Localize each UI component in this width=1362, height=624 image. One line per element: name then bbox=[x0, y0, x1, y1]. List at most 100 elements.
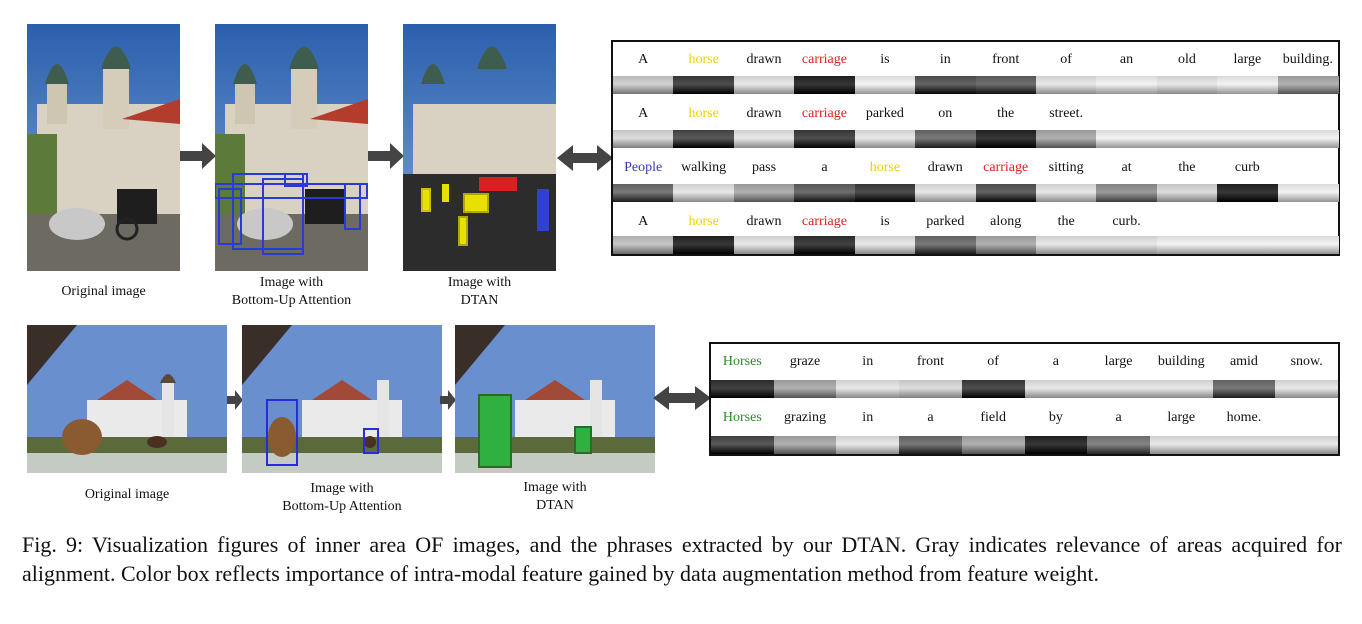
arrow-right-icon bbox=[180, 143, 216, 169]
arrow-right-icon bbox=[368, 143, 404, 169]
arrow-right-icon bbox=[227, 390, 243, 410]
relevance-cell bbox=[1035, 130, 1097, 148]
sentence-word: drawn bbox=[746, 52, 782, 67]
relevance-cell bbox=[711, 380, 774, 398]
relevance-cell bbox=[899, 380, 963, 398]
sentence-word: A bbox=[638, 106, 649, 121]
sentence-word: Horses bbox=[722, 354, 762, 369]
relevance-cell bbox=[1024, 436, 1088, 454]
relevance-cell bbox=[613, 130, 674, 148]
relevance-strip bbox=[613, 184, 1339, 202]
relevance-cell bbox=[836, 436, 900, 454]
sentence-word: building bbox=[1157, 354, 1205, 369]
relevance-cell bbox=[673, 130, 735, 148]
relevance-cell bbox=[854, 76, 916, 94]
relevance-cell bbox=[613, 76, 674, 94]
sentence-word: a bbox=[1115, 410, 1122, 425]
relevance-strip bbox=[613, 236, 1339, 254]
top-original-caption: Original image bbox=[61, 284, 146, 299]
sentence-word: curb. bbox=[1112, 214, 1141, 229]
sentence-word: parked bbox=[926, 214, 965, 229]
relevance-cell bbox=[836, 380, 900, 398]
sentence-word: A bbox=[638, 214, 649, 229]
bottom-dtan-image bbox=[455, 325, 655, 473]
relevance-cell bbox=[1096, 184, 1158, 202]
sentence-word: grazing bbox=[784, 410, 827, 425]
relevance-cell bbox=[1156, 130, 1218, 148]
sentence-word: street. bbox=[1049, 106, 1084, 121]
relevance-strip bbox=[711, 436, 1339, 454]
relevance-cell bbox=[915, 236, 977, 254]
relevance-strip bbox=[613, 130, 1339, 148]
relevance-strip bbox=[711, 380, 1339, 398]
bottom-bottom-up-image bbox=[242, 325, 442, 473]
sentence-word: large bbox=[1233, 52, 1262, 67]
relevance-cell bbox=[1275, 436, 1339, 454]
relevance-cell bbox=[1212, 380, 1276, 398]
sentence-word: carriage bbox=[801, 214, 847, 229]
sentence-word: a bbox=[927, 410, 934, 425]
relevance-cell bbox=[1035, 184, 1097, 202]
sentence-word: pass bbox=[751, 160, 777, 175]
relevance-cell bbox=[1217, 76, 1279, 94]
double-arrow-icon bbox=[653, 386, 711, 410]
bottom-original-image bbox=[27, 325, 227, 473]
relevance-cell bbox=[1277, 236, 1339, 254]
sentence-word: sitting bbox=[1048, 160, 1084, 175]
sentence-word: of bbox=[1060, 52, 1072, 67]
sentence-word: on bbox=[938, 106, 953, 121]
sentence-word: Horses bbox=[722, 410, 762, 425]
sentence-word: is bbox=[880, 214, 890, 229]
sentence-word: walking bbox=[681, 160, 727, 175]
sentence-word: front bbox=[916, 354, 945, 369]
relevance-cell bbox=[1096, 236, 1158, 254]
relevance-cell bbox=[794, 76, 856, 94]
relevance-cell bbox=[1087, 436, 1151, 454]
sentence-word: is bbox=[880, 52, 890, 67]
sentence-word: in bbox=[939, 52, 951, 67]
sentence-word: the bbox=[1057, 214, 1075, 229]
relevance-cell bbox=[854, 236, 916, 254]
sentence-word: of bbox=[987, 354, 999, 369]
sentence-word: A bbox=[638, 52, 649, 67]
relevance-cell bbox=[1275, 380, 1339, 398]
relevance-cell bbox=[1149, 380, 1213, 398]
sentence-word: large bbox=[1104, 354, 1133, 369]
sentence-word: snow. bbox=[1290, 354, 1323, 369]
sentence-word: building. bbox=[1282, 52, 1333, 67]
relevance-cell bbox=[1156, 236, 1218, 254]
relevance-cell bbox=[773, 436, 837, 454]
relevance-cell bbox=[975, 236, 1037, 254]
relevance-cell bbox=[733, 130, 795, 148]
relevance-cell bbox=[613, 184, 674, 202]
relevance-cell bbox=[733, 76, 795, 94]
relevance-cell bbox=[1024, 380, 1088, 398]
sentence-word: horse bbox=[869, 160, 901, 175]
sentence-word: People bbox=[624, 160, 663, 175]
relevance-strip bbox=[613, 76, 1339, 94]
sentence-word: field bbox=[980, 410, 1006, 425]
relevance-cell bbox=[673, 76, 735, 94]
sentence-word: amid bbox=[1229, 354, 1258, 369]
relevance-cell bbox=[1217, 130, 1279, 148]
sentence-word: along bbox=[990, 214, 1022, 229]
relevance-cell bbox=[1149, 436, 1213, 454]
relevance-cell bbox=[975, 76, 1037, 94]
relevance-cell bbox=[673, 236, 735, 254]
sentence-word: curb bbox=[1234, 160, 1260, 175]
relevance-cell bbox=[1087, 380, 1151, 398]
sentence-word: home. bbox=[1226, 410, 1262, 425]
sentence-word: the bbox=[997, 106, 1015, 121]
top-dtan-image bbox=[403, 24, 556, 271]
relevance-cell bbox=[794, 130, 856, 148]
relevance-cell bbox=[1277, 184, 1339, 202]
sentence-word: parked bbox=[865, 106, 904, 121]
